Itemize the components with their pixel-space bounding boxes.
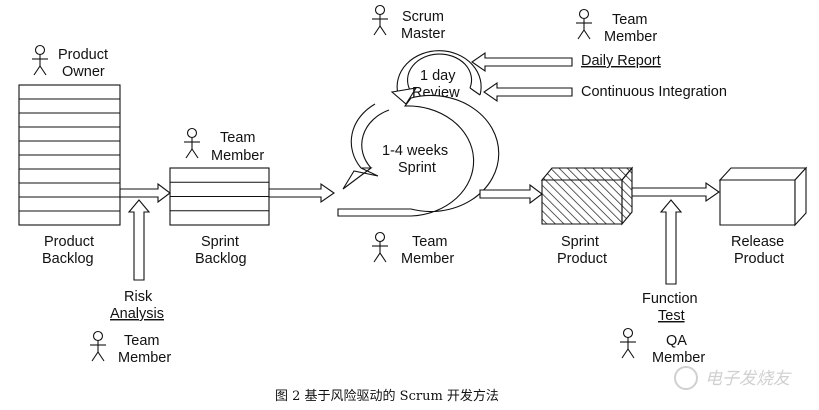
- function-test-label-line2: Test: [658, 308, 685, 324]
- sprint-product-box: [540, 166, 634, 226]
- arrow-sprint-to-sprint-product: [479, 183, 543, 205]
- team-member-top-label-line2: Member: [604, 29, 657, 45]
- sprint-cycle: [337, 94, 500, 217]
- sprint-backlog-stack: [169, 167, 270, 226]
- team-member-sprint-backlog-label-line2: Member: [211, 148, 264, 164]
- team-member-top-label-line1: Team: [612, 12, 647, 28]
- team-member-sprint-backlog-label-line1: Team: [220, 130, 255, 146]
- team-member-bottom-person-icon: [89, 330, 107, 362]
- arrow-sprint-product-to-release: [631, 181, 720, 203]
- team-member-sprint-label-line1: Team: [412, 234, 447, 250]
- watermark: 电子发烧友: [674, 366, 792, 390]
- risk-analysis-label-line2: Analysis: [110, 306, 164, 322]
- scrum-master-person-icon: [371, 4, 389, 36]
- arrow-backlog-to-sprint-backlog: [119, 182, 171, 204]
- arrow-daily-report: [471, 51, 573, 73]
- team-member-sprint-person-icon: [371, 231, 389, 263]
- sprint-cycle-label-line2: Sprint: [398, 160, 436, 176]
- release-product-label-line2: Product: [734, 251, 784, 267]
- qa-member-person-icon: [619, 327, 637, 359]
- sprint-backlog-label-line1: Sprint: [201, 234, 239, 250]
- sprint-cycle-label-line1: 1-4 weeks: [382, 143, 448, 159]
- team-member-sprint-label-line2: Member: [401, 251, 454, 267]
- watermark-text: 电子发烧友: [705, 369, 792, 389]
- function-test-label-line1: Function: [642, 291, 698, 307]
- team-member-bottom-label-line2: Member: [118, 350, 171, 366]
- arrow-risk-analysis-up: [127, 199, 151, 281]
- daily-review-cycle: [390, 50, 482, 105]
- product-owner-label-line2: Owner: [62, 64, 105, 80]
- product-owner-person-icon: [31, 44, 49, 76]
- sprint-backlog-label-line2: Backlog: [195, 251, 247, 267]
- continuous-integration-label: Continuous Integration: [581, 84, 727, 100]
- qa-member-label-line1: QA: [666, 333, 687, 349]
- team-member-bottom-label-line1: Team: [124, 333, 159, 349]
- product-backlog-label-line2: Backlog: [42, 251, 94, 267]
- product-owner-label-line1: Product: [58, 47, 108, 63]
- product-backlog-stack: [18, 84, 121, 226]
- arrow-continuous-integration: [483, 81, 573, 103]
- product-backlog-label-line1: Product: [44, 234, 94, 250]
- arrow-sprint-backlog-to-sprint: [268, 182, 335, 204]
- figure-caption: 图 2 基于风险驱动的 Scrum 开发方法: [275, 388, 499, 404]
- team-member-top-person-icon: [575, 8, 593, 40]
- scrum-master-label-line2: Master: [401, 26, 445, 42]
- qa-member-label-line2: Member: [652, 350, 705, 366]
- risk-analysis-label-line1: Risk: [124, 289, 153, 305]
- team-member-sprint-backlog-person-icon: [183, 127, 201, 159]
- release-product-label-line1: Release: [731, 234, 784, 250]
- scrum-master-label-line1: Scrum: [402, 9, 444, 25]
- review-cycle-label-line1: 1 day: [420, 68, 456, 84]
- daily-report-label: Daily Report: [581, 53, 661, 69]
- release-product-box: [718, 166, 808, 227]
- sprint-product-label-line2: Product: [557, 251, 607, 267]
- sprint-product-label-line1: Sprint: [561, 234, 599, 250]
- arrow-function-test-up: [659, 199, 683, 285]
